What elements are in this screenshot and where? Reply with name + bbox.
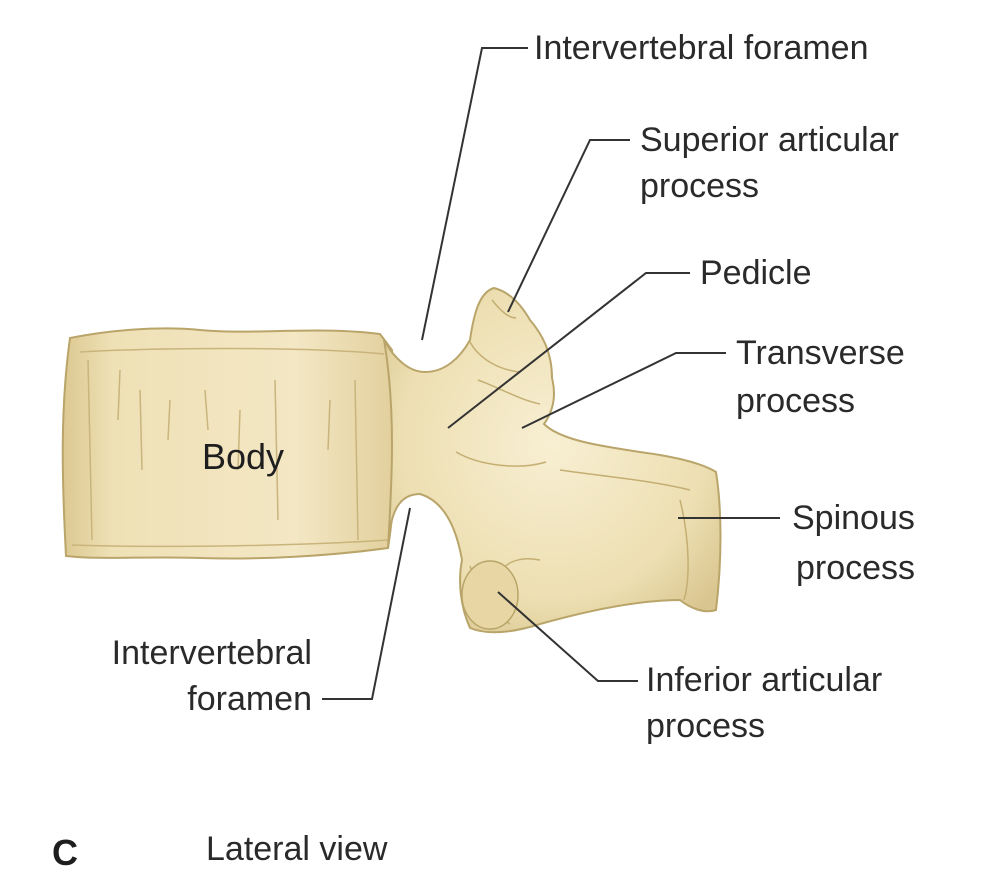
inferior-articular-facet xyxy=(461,560,519,630)
leader-pedicle xyxy=(447,272,690,429)
panel-letter: C xyxy=(52,832,78,873)
label-spinous-line2: process xyxy=(796,549,916,587)
body-texture xyxy=(71,347,389,548)
panel-caption: Lateral view xyxy=(206,830,388,868)
label-intervertebral-foramen-top: Intervertebral foramen xyxy=(534,29,869,67)
leader-intervertebral-foramen-top xyxy=(421,47,528,341)
leader-inferior-articular xyxy=(497,591,638,682)
label-inferior-articular-line1: Inferior articular xyxy=(646,661,883,699)
posterior-arch-shape xyxy=(383,286,722,634)
label-inferior-articular-line2: process xyxy=(646,707,766,745)
leader-lines xyxy=(322,47,780,700)
label-body: Body xyxy=(202,436,285,477)
label-spinous-line1: Spinous xyxy=(792,499,915,537)
label-pedicle: Pedicle xyxy=(700,254,812,292)
label-superior-articular-line2: process xyxy=(640,167,760,205)
label-transverse-line1: Transverse xyxy=(736,334,905,372)
leader-transverse xyxy=(521,352,726,429)
leader-superior-articular xyxy=(507,139,630,313)
label-intervertebral-foramen-bottom-line2: foramen xyxy=(187,680,312,718)
label-intervertebral-foramen-bottom-line1: Intervertebral xyxy=(111,634,312,672)
leader-intervertebral-foramen-bottom xyxy=(322,507,411,700)
label-superior-articular-line1: Superior articular xyxy=(640,121,899,159)
label-transverse-line2: process xyxy=(736,382,856,420)
